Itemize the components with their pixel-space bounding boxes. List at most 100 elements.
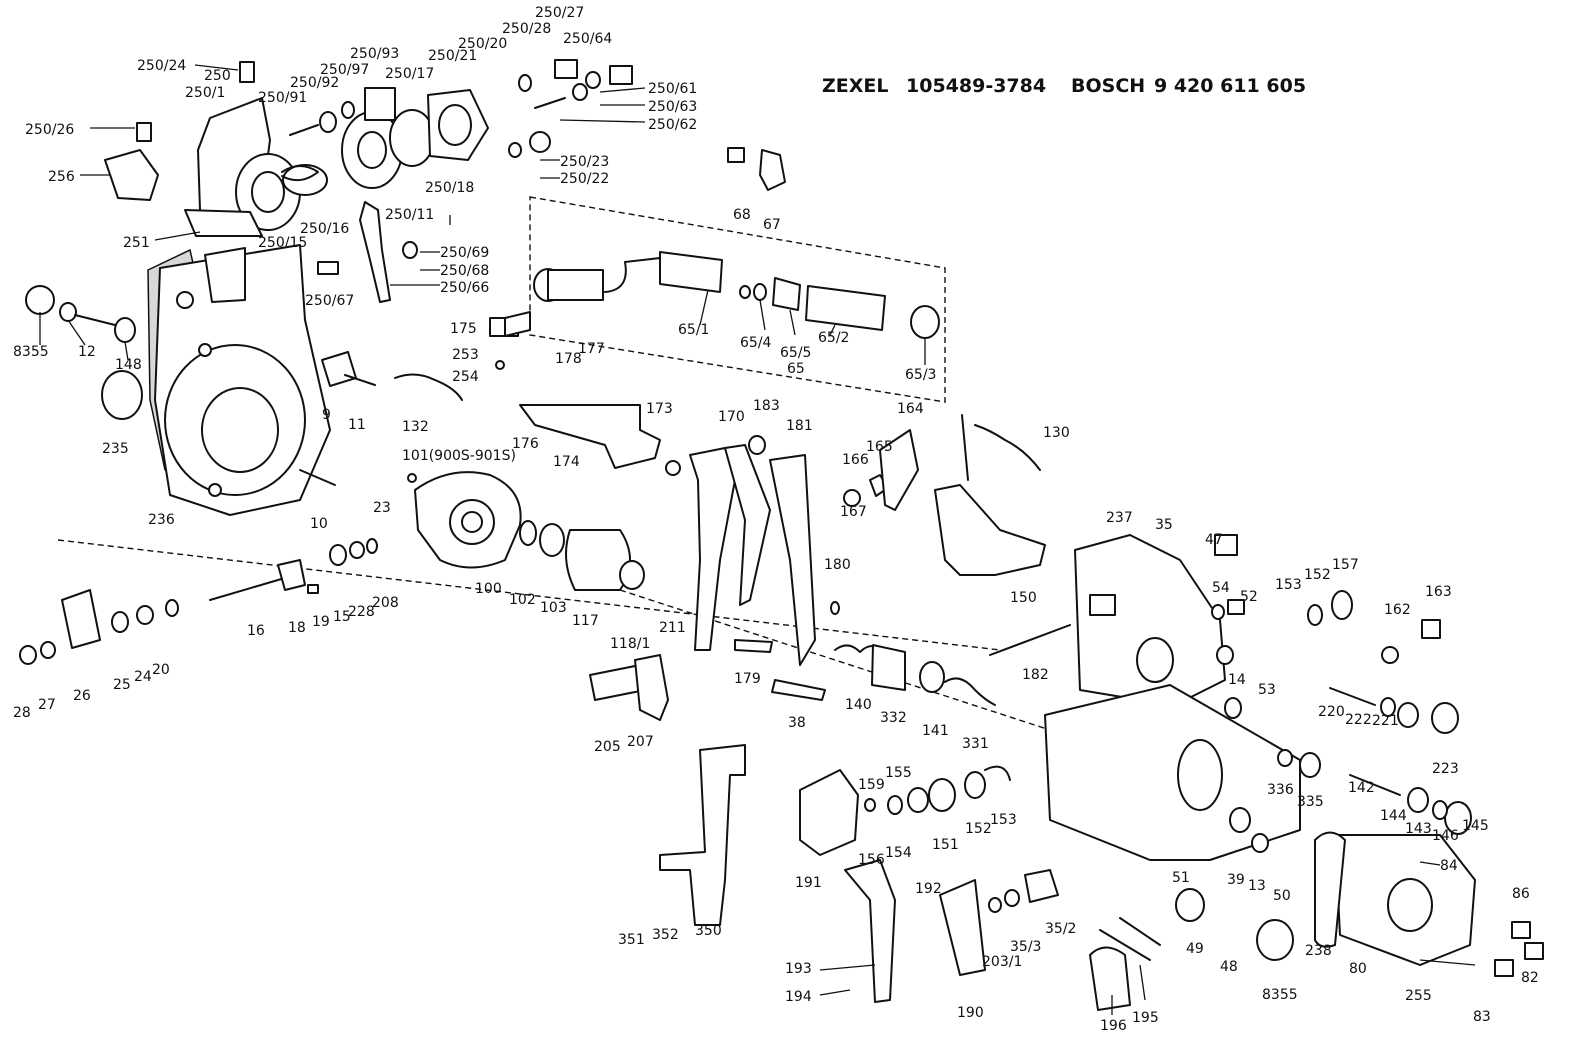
callout-label: 166 xyxy=(842,452,869,468)
callout-label: 195 xyxy=(1132,1010,1159,1026)
callout-label: 237 xyxy=(1106,510,1133,526)
callout-label: 117 xyxy=(572,613,599,629)
callout-label: 82 xyxy=(1521,970,1539,986)
callout-label: 38 xyxy=(788,715,806,731)
callout-label: 25 xyxy=(113,677,131,693)
callout-label: 84 xyxy=(1440,858,1458,874)
callout-label: 253 xyxy=(452,347,479,363)
callout-label: 35/2 xyxy=(1045,921,1076,937)
callout-label: 164 xyxy=(897,401,924,417)
callout-label: 35 xyxy=(1155,517,1173,533)
callout-label: 100 xyxy=(475,581,502,597)
callout-label: 228 xyxy=(348,604,375,620)
callout-label: 8355 xyxy=(13,344,49,360)
callout-label: 250/1 xyxy=(185,85,225,101)
callout-label: 182 xyxy=(1022,667,1049,683)
callout-label: 211 xyxy=(659,620,686,636)
callout-label: 146 xyxy=(1432,828,1459,844)
callout-label: 12 xyxy=(78,344,96,360)
callout-label: 250/64 xyxy=(563,31,612,47)
callout-label: 14 xyxy=(1228,672,1246,688)
flyweight-assembly xyxy=(407,471,645,591)
callout-label: 250/16 xyxy=(300,221,349,237)
callout-label: 48 xyxy=(1220,959,1238,975)
right-side-parts xyxy=(1211,534,1544,977)
callout-label: 191 xyxy=(795,875,822,891)
callout-label: 256 xyxy=(48,169,75,185)
callout-label: 250/27 xyxy=(535,5,584,21)
callout-label: 11 xyxy=(348,417,366,433)
callout-label: 26 xyxy=(73,688,91,704)
brand-bosch: BOSCH xyxy=(1071,75,1145,97)
callout-label: 67 xyxy=(763,217,781,233)
callout-label: 250/62 xyxy=(648,117,697,133)
callout-label: 250/20 xyxy=(458,36,507,52)
callout-label: 190 xyxy=(957,1005,984,1021)
callout-label: 162 xyxy=(1384,602,1411,618)
callout-label: 193 xyxy=(785,961,812,977)
callout-label: 250/66 xyxy=(440,280,489,296)
callout-label: 167 xyxy=(840,504,867,520)
pump-head-body xyxy=(1044,534,1476,966)
callout-label: 54 xyxy=(1212,580,1230,596)
callout-label: 250/68 xyxy=(440,263,489,279)
callout-label: 65/2 xyxy=(818,330,849,346)
callout-label: 51 xyxy=(1172,870,1190,886)
callout-label: 65 xyxy=(787,361,805,377)
callout-label: 24 xyxy=(134,669,152,685)
callout-label: 250/97 xyxy=(320,62,369,78)
callout-label: 205 xyxy=(594,739,621,755)
callout-label: 181 xyxy=(786,418,813,434)
group-65-dashed-box xyxy=(529,196,946,403)
callout-label: 203/1 xyxy=(982,954,1022,970)
callout-label: 132 xyxy=(402,419,429,435)
callout-label: 8355 xyxy=(1262,987,1298,1003)
callout-label: 250/61 xyxy=(648,81,697,97)
callout-label: 179 xyxy=(734,671,761,687)
callout-label: 13 xyxy=(1248,878,1266,894)
callout-label: 152 xyxy=(1304,567,1331,583)
callout-label: 65/3 xyxy=(905,367,936,383)
callout-label: 154 xyxy=(885,845,912,861)
callout-label: 173 xyxy=(646,401,673,417)
callout-label: 35/3 xyxy=(1010,939,1041,955)
callout-label: 50 xyxy=(1273,888,1291,904)
callout-label: 165 xyxy=(866,439,893,455)
callout-label: 236 xyxy=(148,512,175,528)
callout-label: 18 xyxy=(288,620,306,636)
callout-label: 250/26 xyxy=(25,122,74,138)
zexel-part-number: 105489-3784 xyxy=(906,75,1046,97)
callout-label: 80 xyxy=(1349,961,1367,977)
callout-label: 251 xyxy=(123,235,150,251)
callout-label: 250/17 xyxy=(385,66,434,82)
callout-label: 250/91 xyxy=(258,90,307,106)
center-valve-group xyxy=(589,624,1071,815)
callout-label: 103 xyxy=(540,600,567,616)
callout-label: 20 xyxy=(152,662,170,678)
callout-label: 250/21 xyxy=(428,48,477,64)
callout-label: 153 xyxy=(990,812,1017,828)
callout-label: 178 xyxy=(555,351,582,367)
brand-zexel: ZEXEL xyxy=(822,75,889,97)
callout-label: 350 xyxy=(695,923,722,939)
callout-label: 250/15 xyxy=(258,235,307,251)
callout-label: 83 xyxy=(1473,1009,1491,1025)
callout-label: 130 xyxy=(1043,425,1070,441)
callout-label: 65/4 xyxy=(740,335,772,351)
callout-label: 141 xyxy=(922,723,949,739)
callout-label: 118/1 xyxy=(610,636,650,652)
callout-label: 19 xyxy=(312,614,330,630)
callout-label: 15 xyxy=(333,609,351,625)
callout-label: 250/28 xyxy=(502,21,551,37)
assembly-axis-line xyxy=(57,539,1001,651)
callout-label: 180 xyxy=(824,557,851,573)
callout-label: 157 xyxy=(1332,557,1359,573)
callout-label: 208 xyxy=(372,595,399,611)
callout-label: 222 xyxy=(1345,712,1372,728)
callout-label: 250/22 xyxy=(560,171,609,187)
callout-label: 23 xyxy=(373,500,391,516)
callout-label: 183 xyxy=(753,398,780,414)
control-lever-group xyxy=(489,147,1046,666)
callout-label: 159 xyxy=(858,777,885,793)
callout-label: 250/93 xyxy=(350,46,399,62)
